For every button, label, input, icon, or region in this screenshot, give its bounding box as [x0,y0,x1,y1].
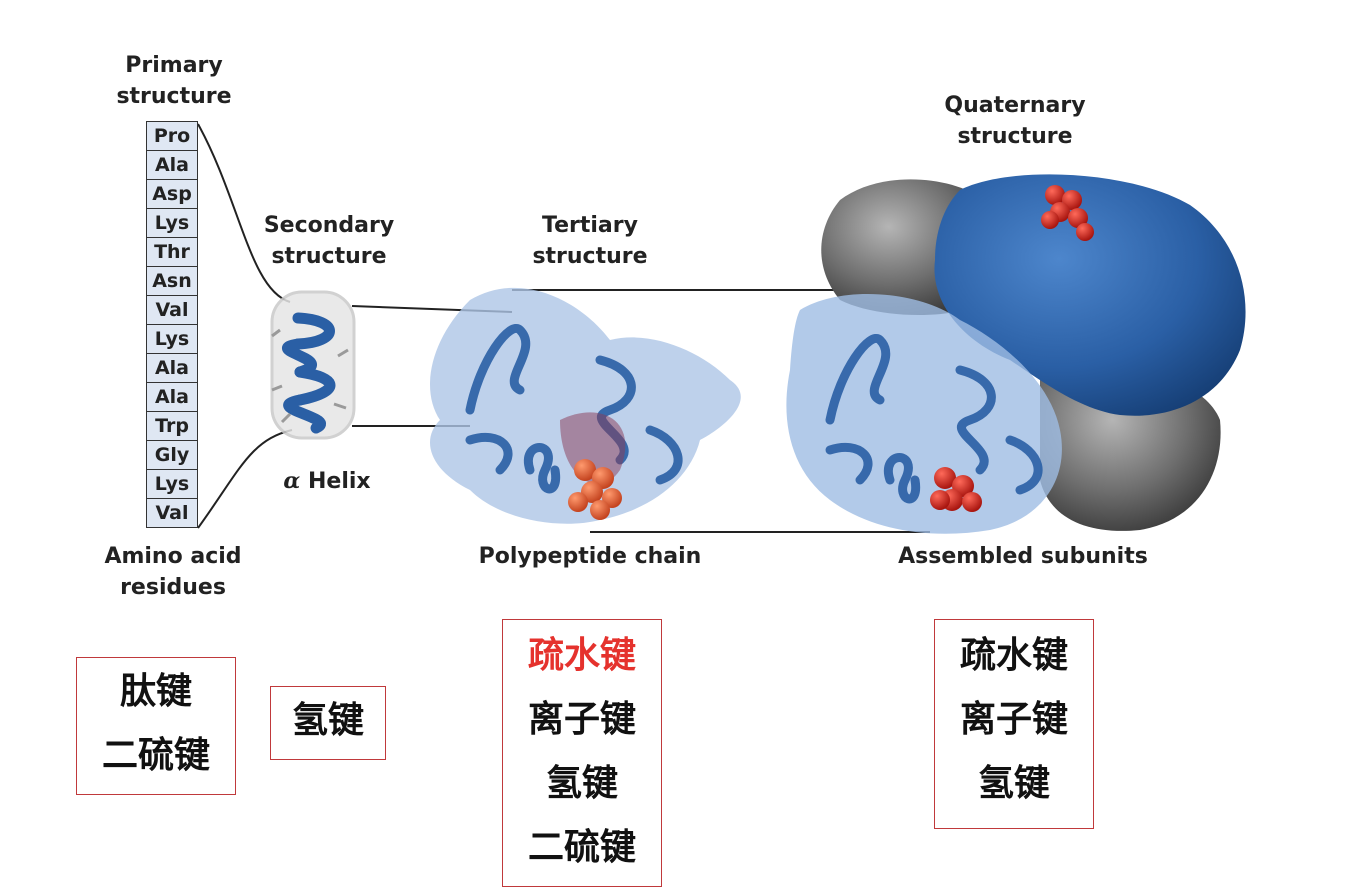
alpha-helix-model [270,290,356,440]
primary-structure-title: Primary structure [116,53,232,109]
residue-cell: Pro [147,122,197,151]
residue-cell: Thr [147,238,197,267]
secondary-bonds-box: 氢键 [270,686,386,760]
secondary-structure-title: Secondary structure [263,213,395,269]
bond-label: 离子键 [959,699,1068,740]
quaternary-bonds-box: 疏水键 离子键 氢键 [934,619,1094,829]
tertiary-bonds-box: 疏水键 离子键 氢键 二硫键 [502,619,662,887]
residue-cell: Ala [147,151,197,180]
residue-cell: Lys [147,209,197,238]
assembled-subunits-label: Assembled subunits [898,544,1148,569]
tertiary-structure-model [430,287,741,524]
tertiary-structure-title: Tertiary structure [532,213,648,269]
bond-label: 氢键 [977,763,1050,804]
residue-cell: Trp [147,412,197,441]
bond-label: 疏水键 [959,635,1068,676]
residue-cell: Val [147,296,197,325]
bond-label-highlighted: 疏水键 [527,635,636,676]
connector-line [197,429,293,529]
residue-cell: Lys [147,470,197,499]
residue-cell: Ala [147,354,197,383]
amino-acid-residues-label: Amino acid residues [104,544,242,600]
bond-label: 离子键 [527,699,636,740]
bond-label: 氢键 [291,700,364,741]
bond-label: 氢键 [545,763,618,804]
residue-cell: Val [155,502,189,524]
residue-cell: Asp [147,180,197,209]
residue-cell: Ala [147,383,197,412]
residue-cell: Lys [147,325,197,354]
primary-bonds-box: 肽键 二硫键 [76,657,236,795]
residue-cell: Asn [147,267,197,296]
polypeptide-chain-label: Polypeptide chain [478,544,702,569]
bond-label: 二硫键 [527,827,636,868]
quaternary-structure-model [786,174,1246,534]
alpha-helix-label: α Helix [283,468,371,494]
bond-label: 肽键 [119,671,192,712]
bond-label: 二硫键 [101,735,210,776]
residue-cell: Gly [147,441,197,470]
quaternary-structure-title: Quaternary structure [944,93,1086,149]
connector-line [197,123,291,303]
